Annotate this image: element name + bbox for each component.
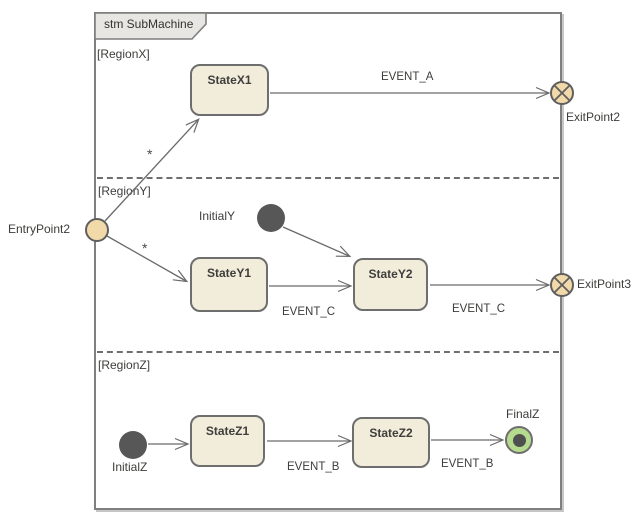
frame-tab-shape	[94, 12, 207, 40]
state-y1-label: StateY1	[206, 266, 252, 280]
transition-label-event-a: EVENT_A	[381, 71, 434, 83]
transition-label-event-b-2: EVENT_B	[441, 458, 494, 470]
region-divider-z	[97, 351, 559, 353]
transition-guard-star-x: *	[147, 146, 153, 162]
state-x1[interactable]: StateX1	[190, 64, 269, 116]
state-z1[interactable]: StateZ1	[190, 415, 265, 467]
state-y1[interactable]: StateY1	[190, 257, 268, 312]
exit-point-3-label: ExitPoint3	[577, 277, 632, 291]
frame-tab	[94, 12, 207, 40]
transition-guard-star-y: *	[142, 240, 148, 256]
transition-label-event-c-1: EVENT_C	[282, 306, 336, 318]
state-z1-label: StateZ1	[205, 424, 250, 438]
region-divider-y	[97, 177, 559, 179]
exit-point-2-node[interactable]	[549, 80, 575, 106]
state-y2-label: StateY2	[368, 267, 413, 281]
final-state-dot-icon	[512, 433, 526, 447]
transition-label-event-c-2: EVENT_C	[452, 303, 506, 315]
initial-y-node[interactable]	[257, 204, 285, 232]
region-label-z: [RegionZ]	[98, 358, 151, 372]
region-label-x: [RegionX]	[97, 47, 150, 61]
initial-z-node[interactable]	[119, 431, 147, 459]
transition-label-event-b-1: EVENT_B	[287, 461, 340, 473]
state-z2-label: StateZ2	[369, 426, 413, 440]
region-label-y: [RegionY]	[98, 184, 151, 198]
exit-point-x-icon	[553, 84, 571, 102]
state-z2[interactable]: StateZ2	[352, 417, 430, 468]
initial-y-label: InitialY	[199, 209, 236, 223]
final-z-label: FinalZ	[506, 407, 540, 421]
exit-point-2-label: ExitPoint2	[566, 110, 621, 124]
frame-title: stm SubMachine	[104, 17, 194, 31]
exit-point-x-icon	[553, 276, 571, 294]
diagram-frame	[94, 12, 562, 510]
state-y2[interactable]: StateY2	[353, 258, 428, 311]
entry-point-2-node[interactable]	[85, 218, 109, 242]
entry-point-2-label: EntryPoint2	[8, 222, 71, 236]
exit-point-3-node[interactable]	[549, 272, 575, 298]
state-x1-label: StateX1	[207, 73, 252, 87]
final-z-node[interactable]	[505, 426, 533, 454]
initial-z-label: InitialZ	[112, 460, 148, 474]
